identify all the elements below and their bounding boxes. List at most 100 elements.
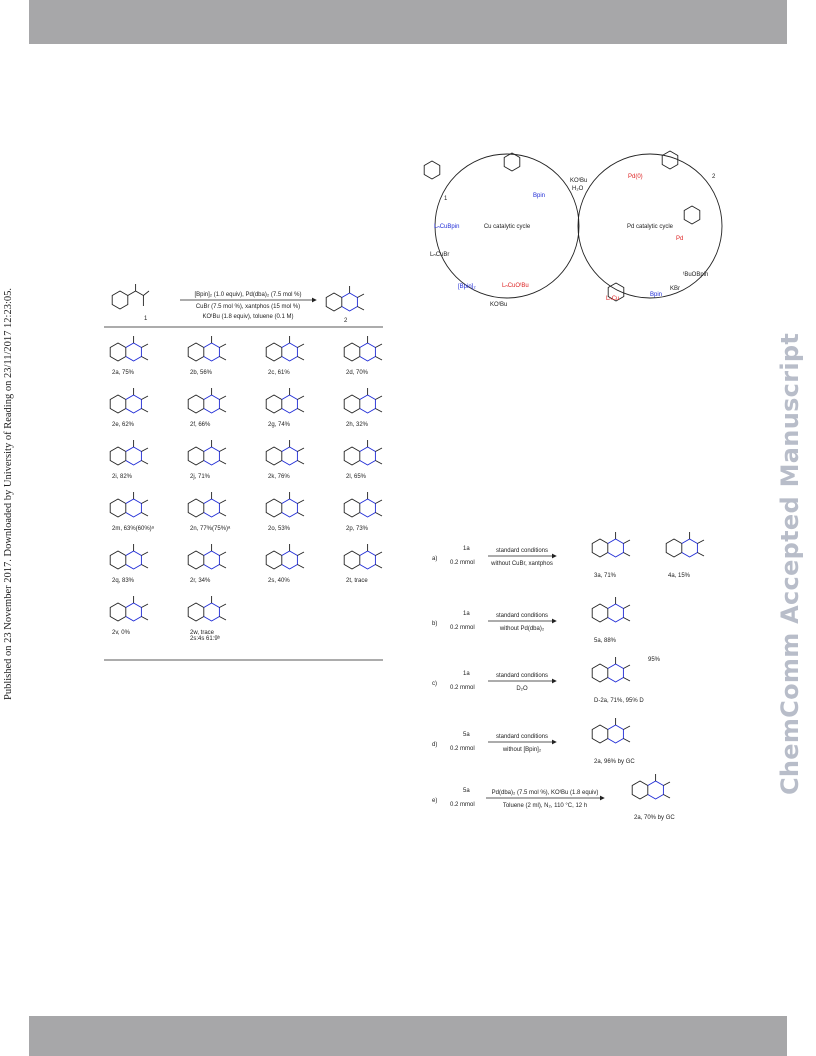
product-structure [109, 335, 149, 362]
product-caption: 2b, 56% [190, 370, 213, 376]
control-product-structure [665, 531, 705, 558]
product-2l: 2l, 65% [343, 439, 383, 480]
control-product-structure [591, 531, 631, 558]
mechanism-scheme: Cu catalytic cycle Pd catalytic cycle 1 … [423, 150, 723, 308]
control-amount: 0.2 mmol [450, 685, 475, 691]
product-2a: 2a, 75% [109, 335, 149, 376]
mech-label-13: ᵗBuOBpin [683, 271, 708, 278]
control-condition-below: Toluene (2 ml), N₂, 110 °C, 12 h [503, 803, 587, 809]
control-product-label: 4a, 15% [668, 573, 691, 579]
product-caption: 2q, 83% [112, 578, 135, 584]
product-structure [187, 439, 227, 466]
mech-label-4: KOᵗBu [490, 301, 507, 308]
control-condition-below: without CuBr, xantphos [490, 561, 553, 567]
control-product-label: 5a, 88% [594, 638, 617, 644]
reactant-label: 1 [144, 316, 148, 322]
product-caption: 2d, 70% [346, 370, 369, 376]
control-substrate: 1a [463, 611, 470, 617]
product-caption: 2i, 82% [112, 474, 133, 480]
mech-compound-2: 2 [712, 174, 716, 180]
product-structure [187, 595, 227, 622]
product-structure [187, 387, 227, 414]
product-2g: 2g, 74% [265, 387, 305, 428]
product-caption: 2a, 75% [112, 370, 135, 376]
control-condition-above: standard conditions [496, 548, 548, 554]
product-structure [343, 335, 383, 362]
product-2f: 2f, 66% [187, 387, 227, 428]
scope-condition-2: CuBr (7.5 mol %), xantphos (15 mol %) [196, 304, 300, 310]
scope-grid: 2a, 75% 2b, 56% 2c, 61% 2d, 70% 2e, 62% 2f, 6… [109, 335, 383, 642]
product-caption: 2c, 61% [268, 370, 290, 376]
scope-reactant [111, 284, 150, 310]
product-caption: 2g, 74% [268, 422, 291, 428]
mech-label-14: KBr [670, 286, 680, 292]
product-structure [343, 491, 383, 518]
scope-condition-3: KOᵗBu (1.8 equiv), toluene (0.1 M) [202, 313, 293, 320]
mech-label-7: H₂O [572, 186, 584, 192]
product-structure [109, 491, 149, 518]
scope-table: 1 [Bpin]₂ (1.0 equiv), Pd(dba)₂ (7.5 mol… [104, 284, 383, 661]
product-structure [109, 387, 149, 414]
control-condition-above: standard conditions [496, 734, 548, 740]
product-structure [343, 387, 383, 414]
control-letter: a) [432, 556, 437, 562]
product-2d: 2d, 70% [343, 335, 383, 376]
control-product-structure [591, 656, 631, 683]
control-letter: e) [432, 798, 437, 804]
product-caption: 2t, trace [346, 578, 368, 584]
product-2r: 2r, 34% [187, 543, 227, 584]
product-2t: 2t, trace [343, 543, 383, 584]
mech-label-10: LₙCu [606, 296, 619, 302]
header-bar [29, 0, 787, 44]
scope-condition-1: [Bpin]₂ (1.0 equiv), Pd(dba)₂ (7.5 mol %… [194, 292, 301, 298]
control-condition-above: standard conditions [496, 673, 548, 679]
mech-label-9: Pd(0) [628, 174, 643, 180]
product-structure [109, 543, 149, 570]
mech-label-6: KOᵗBu [570, 177, 587, 184]
product-2q: 2q, 83% [109, 543, 149, 584]
control-amount: 0.2 mmol [450, 560, 475, 566]
control-deuterium-label: 95% [648, 657, 661, 663]
control-substrate: 1a [463, 671, 470, 677]
product-2w: 2w, trace [187, 595, 227, 636]
product-2s: 2s, 40% [265, 543, 305, 584]
control-product-structure [591, 717, 631, 744]
product-2v: 2v, 0% [109, 595, 149, 636]
cu-cycle-circle [434, 153, 580, 299]
control-condition-below: without [Bpin]₂ [502, 747, 542, 753]
cu-cycle-label: Cu catalytic cycle [484, 224, 531, 230]
mech-label-2: LₙCuOᵗBu [502, 282, 529, 289]
control-condition-below: D₂O [516, 686, 528, 692]
control-substrate: 1a [463, 546, 470, 552]
product-caption: 2w, trace [190, 630, 215, 636]
scope-product-general [325, 285, 365, 312]
product-label: 2 [344, 318, 348, 324]
product-caption: 2v, 0% [112, 630, 131, 636]
product-2b: 2b, 56% [187, 335, 227, 376]
product-structure [109, 439, 149, 466]
product-caption: 2r, 34% [190, 578, 211, 584]
control-condition-below: without Pd(dba)₂ [499, 626, 545, 632]
control-product-label: 2a, 70% by GC [634, 815, 675, 821]
control-amount: 0.2 mmol [450, 625, 475, 631]
product-2j: 2j, 71% [187, 439, 227, 480]
mech-label-12: Bpin [650, 292, 662, 298]
product-2e: 2e, 62% [109, 387, 149, 428]
product-structure [265, 491, 305, 518]
product-2p: 2p, 73% [343, 491, 383, 532]
product-caption: 2j, 71% [190, 474, 211, 480]
product-structure [109, 595, 149, 622]
control-product-label: 2a, 96% by GC [594, 759, 635, 765]
mech-label-11: Pd [676, 236, 683, 242]
control-condition-above: standard conditions [496, 613, 548, 619]
product-structure [265, 387, 305, 414]
product-2n: 2n, 77%(75%)ᵃ [187, 491, 231, 532]
control-amount: 0.2 mmol [450, 746, 475, 752]
mech-label-3: [Bpin]₂ [458, 284, 476, 290]
control-product-label: 3a, 71% [594, 573, 617, 579]
